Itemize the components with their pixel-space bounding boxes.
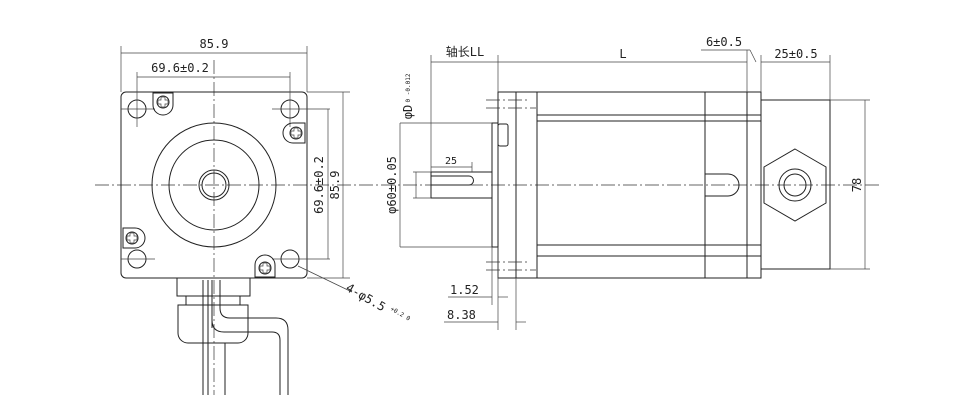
front-view: 85.9 69.6±0.2 69.6±0.2 85.9 4-φ5.5 +0.2 … <box>120 37 412 395</box>
hole-spacing-h-label: 69.6±0.2 <box>151 61 209 75</box>
shaft-length-label: 轴长LL <box>446 44 484 59</box>
key-length-label: 25 <box>445 156 457 167</box>
dimensions-front <box>120 46 353 293</box>
pilot-depth-label: 1.52 <box>450 283 479 297</box>
nut-inner-circle <box>783 173 807 197</box>
nut-outer-circle <box>778 168 812 202</box>
encoder-length-label: 25±0.5 <box>774 47 817 61</box>
cable-connector <box>176 277 289 395</box>
hex-nut <box>763 148 827 222</box>
shaft-inner-circle <box>201 172 227 198</box>
shaft-dia-tolerance: 0 -0.012 <box>405 73 412 102</box>
holes-label: 4-φ5.5 <box>344 280 389 314</box>
mounting-holes <box>121 72 330 269</box>
encoder-height-label: 78 <box>850 178 864 192</box>
boss-inner-circle <box>168 139 260 231</box>
boss-outer-circle <box>151 122 277 248</box>
shaft-outer-circle <box>198 169 230 201</box>
pilot-dia-label: φ60±0.05 <box>385 156 399 214</box>
rear-shaft <box>705 173 740 197</box>
width-label: 85.9 <box>200 37 229 51</box>
side-view <box>430 91 831 279</box>
screw-icons <box>122 92 306 278</box>
shaft-key <box>431 175 474 186</box>
connector-slot <box>497 123 509 147</box>
body-length-label: L <box>619 47 626 61</box>
encoder-box <box>760 99 831 270</box>
hole-spacing-v-label: 69.6±0.2 <box>312 156 326 214</box>
dimensions-side <box>399 49 870 330</box>
flange-thickness-label: 8.38 <box>447 308 476 322</box>
holes-tolerance: +0.2 0 <box>389 306 412 323</box>
shaft-dia-label: φD <box>401 105 415 119</box>
gap-label: 6±0.5 <box>706 35 742 49</box>
hidden-hole-lines <box>486 99 536 271</box>
height-label: 85.9 <box>328 171 342 200</box>
